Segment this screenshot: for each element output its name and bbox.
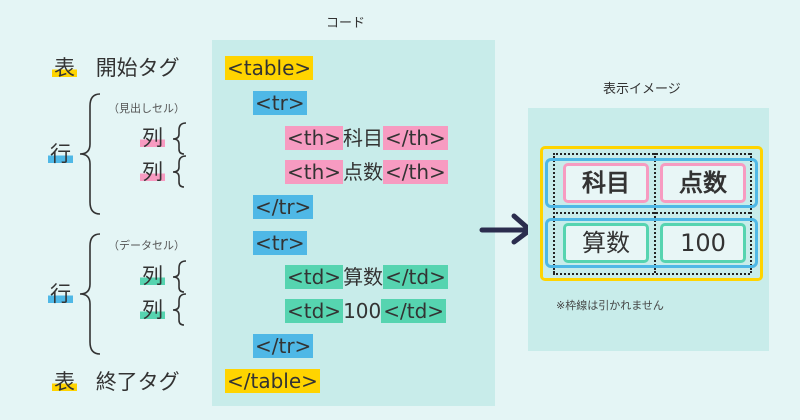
tr-outline-1 — [545, 158, 758, 208]
table-outline — [540, 146, 763, 281]
code-line-table-open: <table> — [225, 56, 314, 80]
tr-outline-2 — [545, 218, 758, 268]
code-line-tr-close-1: </tr> — [253, 195, 314, 219]
data-cell-note: （データセル） — [108, 239, 185, 252]
header-cell-score: 点数 — [660, 163, 746, 203]
header-cell-note: （見出しセル） — [108, 102, 185, 115]
code-line-table-close: </table> — [225, 369, 320, 393]
dotted-border-center — [654, 153, 656, 273]
code-line-td-1: <td>算数</td> — [285, 265, 448, 289]
row1-label: 行 — [48, 142, 73, 166]
code-line-th-1: <th>科目</th> — [285, 126, 448, 150]
code-line-th-2: <th>点数</th> — [285, 160, 448, 184]
data-cell-subject: 算数 — [563, 223, 649, 263]
data-cell-score: 100 — [660, 223, 746, 263]
code-title: コード — [326, 16, 366, 31]
code-line-tr-open-2: <tr> — [253, 231, 307, 255]
table-start-row-label: 表 開始タグ — [52, 55, 180, 81]
border-note: ※枠線は引かれません — [556, 299, 664, 312]
end-tag-label: 終了タグ — [95, 370, 180, 394]
dotted-border-middle — [553, 212, 750, 214]
columns-brace-icon-2 — [172, 260, 187, 326]
row1-col2-label: 列 — [140, 160, 165, 184]
code-line-td-2: <td>100</td> — [285, 299, 447, 323]
row2-col2-label: 列 — [140, 298, 165, 322]
row2-col1-label: 列 — [140, 264, 165, 288]
columns-brace-icon — [172, 122, 187, 188]
dotted-border-left — [553, 153, 555, 273]
table-label-end: 表 — [52, 370, 77, 394]
dotted-border-right — [750, 153, 752, 273]
code-line-tr-open-1: <tr> — [253, 91, 307, 115]
preview-title: 表示イメージ — [603, 82, 681, 97]
table-end-row-label: 表 終了タグ — [52, 369, 180, 395]
row1-brace-icon — [79, 93, 101, 215]
row2-brace-icon — [79, 233, 101, 355]
dotted-border-top — [553, 153, 750, 155]
row1-col1-label: 列 — [140, 126, 165, 150]
table-label: 表 — [52, 56, 77, 80]
header-cell-subject: 科目 — [563, 163, 649, 203]
row2-label: 行 — [48, 282, 73, 306]
dotted-border-bottom — [553, 273, 750, 275]
start-tag-label: 開始タグ — [95, 56, 180, 80]
code-line-tr-close-2: </tr> — [253, 334, 314, 358]
